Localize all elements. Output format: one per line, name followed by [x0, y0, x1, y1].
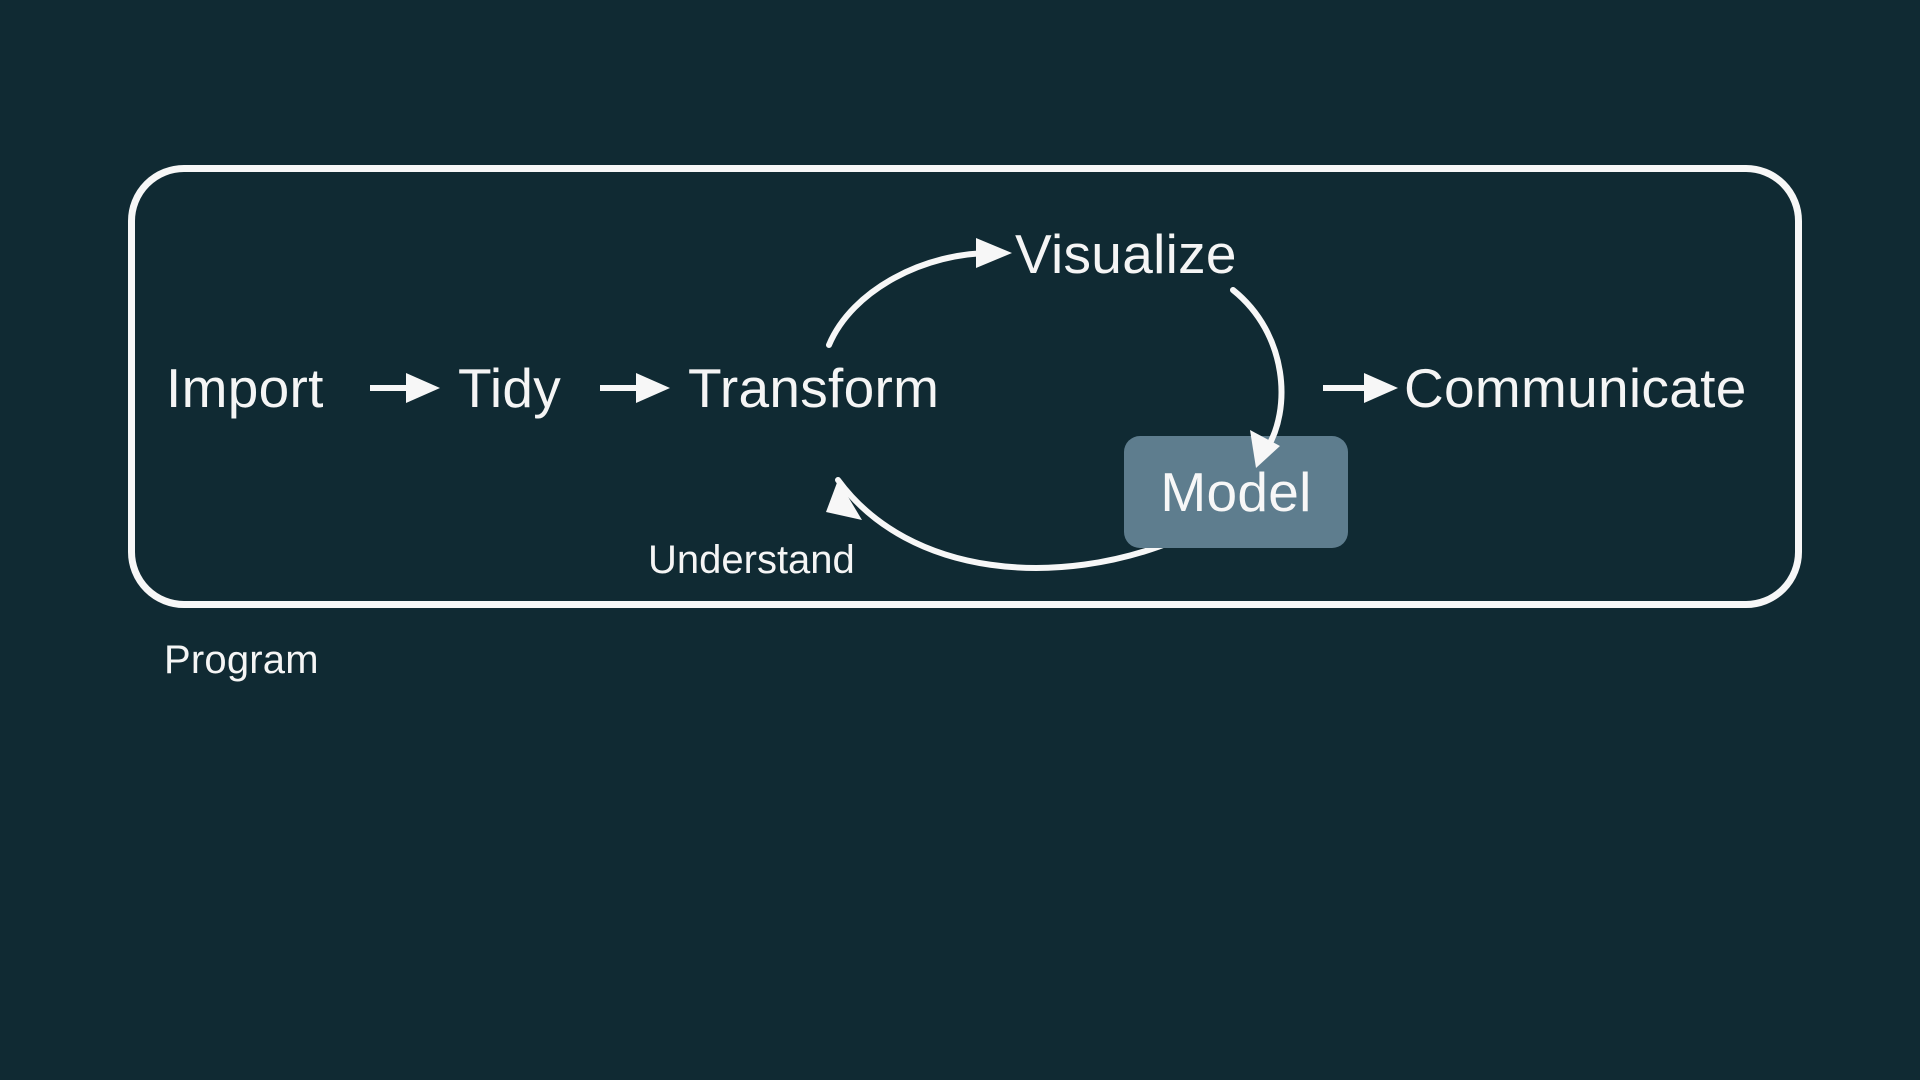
understand-cycle-label: Understand — [648, 538, 855, 582]
stage-label-import[interactable]: Import — [166, 357, 324, 419]
stage-label-transform[interactable]: Transform — [688, 357, 940, 419]
program-frame — [128, 165, 1802, 608]
model-node-label: Model — [1160, 460, 1312, 523]
stage-label-visualize[interactable]: Visualize — [1015, 223, 1237, 285]
program-frame-label: Program — [164, 638, 319, 682]
stage-label-tidy[interactable]: Tidy — [458, 357, 562, 419]
stage-label-communicate[interactable]: Communicate — [1404, 357, 1747, 419]
